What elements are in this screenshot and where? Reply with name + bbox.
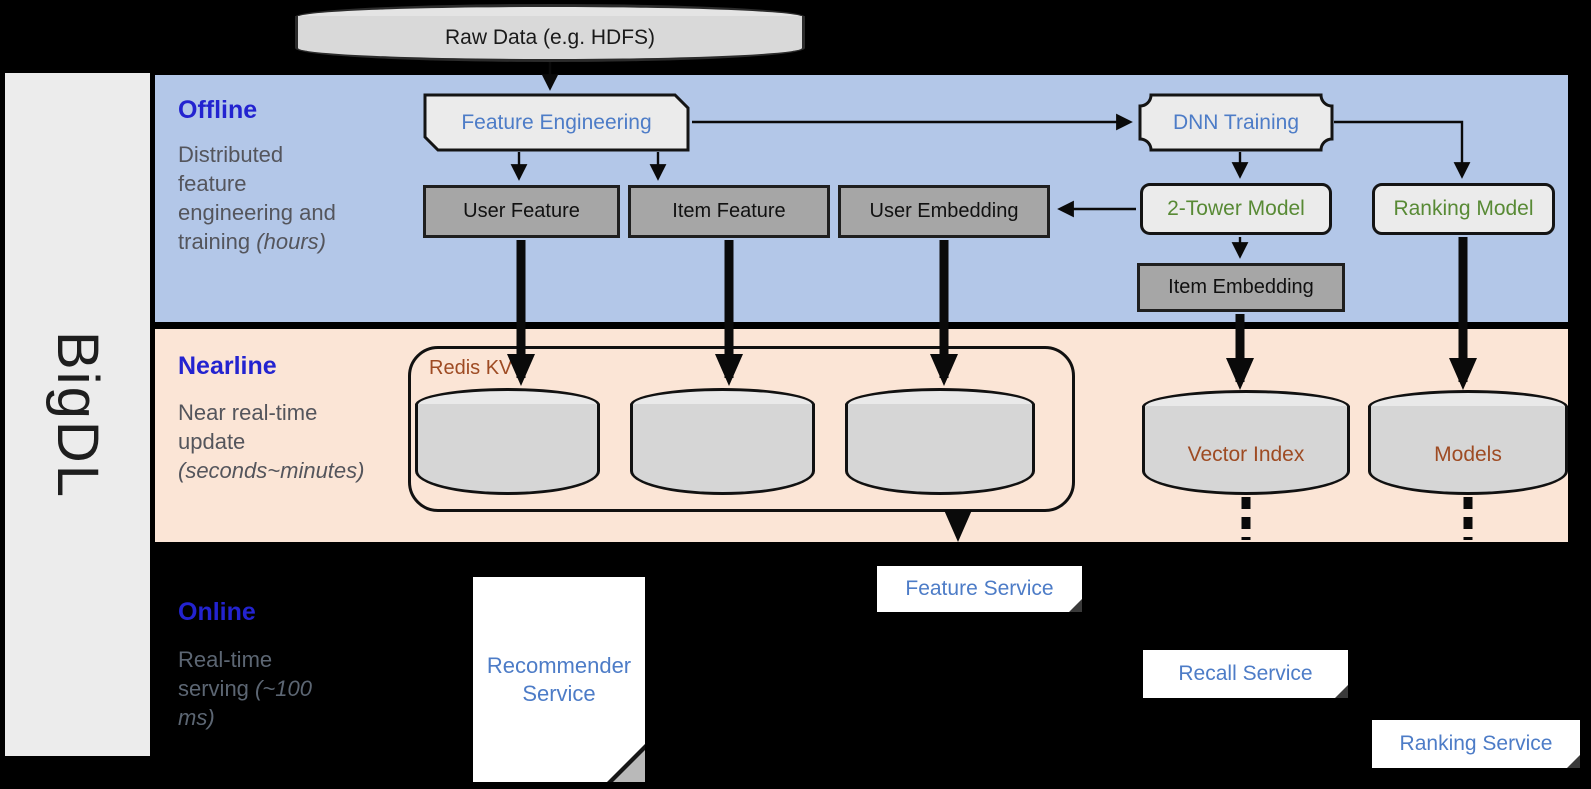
bigdl-sidebar: BigDL	[5, 73, 150, 756]
recommender-service-node: Recommender Service	[473, 577, 645, 782]
feature-service-label: Feature Service	[905, 577, 1054, 600]
nearline-desc-time: (seconds~minutes)	[178, 458, 365, 484]
online-section-label: Online	[178, 598, 256, 626]
redis-kv-label: Redis KV	[429, 357, 513, 379]
offline-section-desc: Distributed feature engineering and trai…	[178, 140, 356, 256]
ranking-service-node: Ranking Service	[1372, 720, 1580, 768]
user-embedding-node: User Embedding	[838, 185, 1050, 238]
nearline-section-label: Nearline	[178, 352, 277, 380]
recommender-service-label: Recommender Service	[486, 653, 632, 706]
nearline-desc-text: Near real-time update	[178, 400, 318, 455]
item-feature-node: Item Feature	[628, 185, 830, 238]
offline-section-label: Offline	[178, 96, 258, 124]
raw-data-label: Raw Data (e.g. HDFS)	[295, 16, 805, 62]
online-section-desc: Real-time serving (~100 ms)	[178, 645, 333, 732]
recall-service-node: Recall Service	[1143, 650, 1348, 698]
band-divider	[155, 322, 1568, 329]
offline-desc-time: (hours)	[256, 229, 326, 255]
redis-kv-group: Redis KV	[408, 346, 1075, 512]
feature-engineering-node: Feature Engineering	[423, 93, 690, 152]
vector-index-label: Vector Index	[1187, 443, 1305, 466]
redis-shard-1	[415, 388, 600, 495]
hexagon-shape	[423, 93, 690, 152]
two-tower-model-node: 2-Tower Model	[1140, 183, 1332, 235]
vector-index-store: Vector Index	[1142, 390, 1350, 495]
dnn-training-label: DNN Training	[1172, 110, 1300, 134]
feature-engineering-label: Feature Engineering	[461, 110, 652, 134]
redis-shard-3	[845, 388, 1035, 495]
offline-desc-text: Distributed feature engineering and trai…	[178, 142, 336, 255]
raw-data-store: Raw Data (e.g. HDFS)	[295, 4, 805, 62]
user-feature-node: User Feature	[423, 185, 620, 238]
recall-service-label: Recall Service	[1178, 662, 1313, 685]
online-desc-text: Real-time serving	[178, 647, 273, 702]
bigdl-logo: BigDL	[45, 330, 110, 499]
item-embedding-node: Item Embedding	[1137, 263, 1345, 312]
ranking-service-label: Ranking Service	[1399, 732, 1553, 755]
online-desc-time: (~100 ms)	[178, 676, 312, 731]
nearline-section-desc: Near real-time update (seconds~minutes)	[178, 398, 383, 485]
feature-service-node: Feature Service	[877, 566, 1082, 612]
models-label: Models	[1434, 443, 1502, 466]
ranking-model-node: Ranking Model	[1372, 183, 1555, 235]
dnn-training-node: DNN Training	[1138, 93, 1334, 152]
plaque-shape	[1138, 93, 1334, 152]
models-store: Models	[1368, 390, 1568, 495]
redis-shard-2	[630, 388, 815, 495]
